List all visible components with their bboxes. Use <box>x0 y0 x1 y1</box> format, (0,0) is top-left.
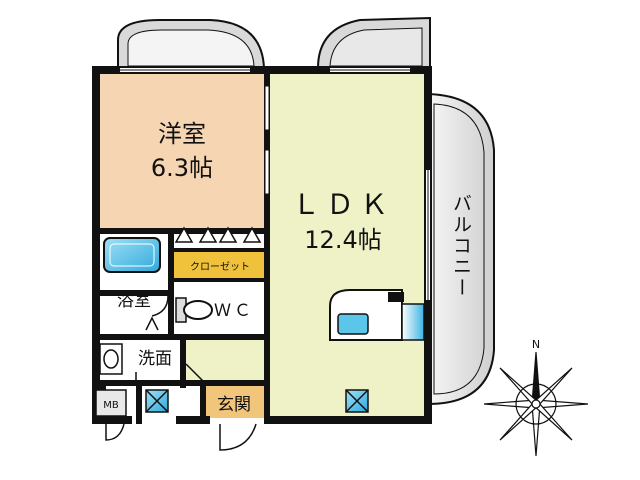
entrance-label: 玄関 <box>217 395 251 415</box>
sliding-doors <box>264 85 270 195</box>
western-room-name: 洋室 <box>158 120 206 148</box>
western-room-floor <box>98 74 266 228</box>
wc-label: ＷＣ <box>214 301 254 321</box>
ldk-name: ＬＤＫ <box>292 188 394 221</box>
western-room-size: 6.3帖 <box>151 154 213 182</box>
window-frames <box>120 69 429 300</box>
bathtub <box>103 237 161 273</box>
bath-label: 浴室 <box>117 291 151 311</box>
mb-label: MB <box>103 400 119 411</box>
mb-box <box>95 389 127 417</box>
balcony-right <box>427 92 495 406</box>
ldk-floor <box>268 74 424 418</box>
hall-floor <box>186 336 266 380</box>
balcony-label: バルコニー <box>450 194 472 299</box>
door-swings <box>105 295 257 451</box>
closet-label: クローゼット <box>190 261 250 273</box>
ldk-size: 12.4帖 <box>304 226 381 254</box>
compass-icon <box>483 351 589 457</box>
wash-basin <box>99 343 123 375</box>
kitchen-counter <box>329 289 425 341</box>
compass-north-label: N <box>532 338 540 351</box>
closet-doors <box>174 226 262 243</box>
washroom-label: 洗面 <box>138 349 172 369</box>
balcony-top-right <box>316 16 431 69</box>
balcony-top-left <box>117 19 266 69</box>
closet-floor <box>172 252 266 278</box>
entrance-floor <box>206 384 266 418</box>
toilet <box>175 297 213 323</box>
